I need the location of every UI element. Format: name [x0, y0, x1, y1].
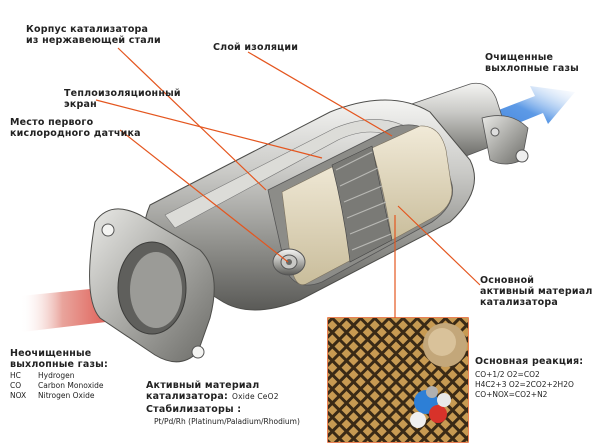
stabilizers-title: Стабилизаторы : [146, 404, 242, 415]
gas-row: NOX Nitrogen Oxide [10, 391, 103, 401]
reaction-block: Основная реакция: CO+1/2 O2=CO2 H4C2+3 O… [475, 356, 583, 400]
gas-name: Hydrogen [38, 371, 75, 380]
gas-row: HC Hydrogen [10, 371, 103, 381]
callout-line-sensor [119, 129, 289, 263]
gas-formula: HC [10, 371, 21, 380]
label-sensor-place: Место первого кислородного датчика [10, 117, 141, 139]
reaction-line: CO+1/2 O2=CO2 [475, 370, 540, 379]
gas-formula: CO [10, 381, 22, 390]
inlet-flange [89, 208, 215, 363]
label-housing: Корпус катализатора из нержавеющей стали [26, 24, 161, 46]
gas-name: Carbon Monoxide [38, 381, 104, 390]
catalyst-detail-inset [327, 317, 469, 443]
label-dirty-gases: Неочищенные выхлопные газы: [10, 348, 108, 370]
reaction-title: Основная реакция: [475, 356, 584, 367]
label-insulation-layer: Слой изоляции [213, 42, 299, 53]
gas-list: HC Hydrogen CO Carbon Monoxide NOX Nitrogen… [10, 371, 103, 401]
label-main-active-material: Основной активный материал катализатора [480, 275, 593, 308]
active-material-title: Активный материал катализатора:Oxide CeO… [146, 380, 279, 402]
label-clean-gases: Очищенные выхлопные газы [485, 52, 579, 74]
callout-line-housing [117, 47, 267, 191]
oxygen-sensor-boss [272, 248, 306, 276]
reaction-line: H4C2+3 O2=2CO2+2H2O [475, 380, 574, 389]
active-material-block: Активный материал катализатора:Oxide CeO… [146, 380, 300, 427]
gas-row: CO Carbon Monoxide [10, 381, 103, 391]
callout-lines [95, 47, 481, 320]
active-material-value: Oxide CeO2 [231, 392, 279, 401]
stabilizers-value: Pt/Pd/Rh (Platinum/Paladium/Rhodium) [154, 417, 300, 426]
callout-line-insulation [247, 51, 393, 137]
callout-line-main-active [397, 205, 481, 286]
converter-cutaway [267, 124, 453, 286]
reaction-line: CO+NOX=CO2+N2 [475, 390, 548, 399]
callout-line-heat-shield [95, 99, 323, 159]
gas-formula: NOX [10, 391, 27, 400]
label-heat-shield: Теплоизоляционный экран [64, 88, 181, 110]
gas-name: Nitrogen Oxide [38, 391, 95, 400]
